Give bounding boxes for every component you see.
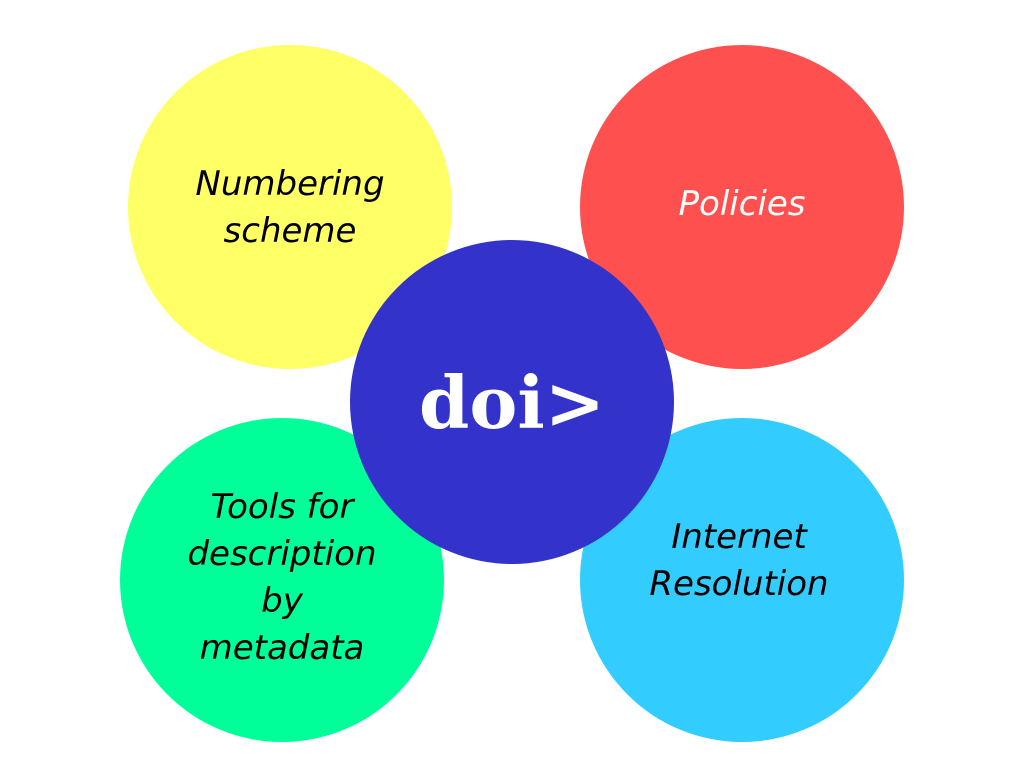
policies-label: Policies — [678, 184, 806, 224]
internet-resolution-label: Internet Resolution — [649, 517, 829, 604]
metadata-tools-circle: Tools for description by metadata — [120, 418, 444, 742]
metadata-tools-label: Tools for description by metadata — [187, 487, 377, 668]
numbering-scheme-label: Numbering scheme — [195, 164, 385, 251]
doi-center-circle: doi> — [350, 240, 674, 564]
doi-logo-text: doi> — [418, 359, 606, 445]
numbering-scheme-circle: Numbering scheme — [128, 45, 452, 369]
